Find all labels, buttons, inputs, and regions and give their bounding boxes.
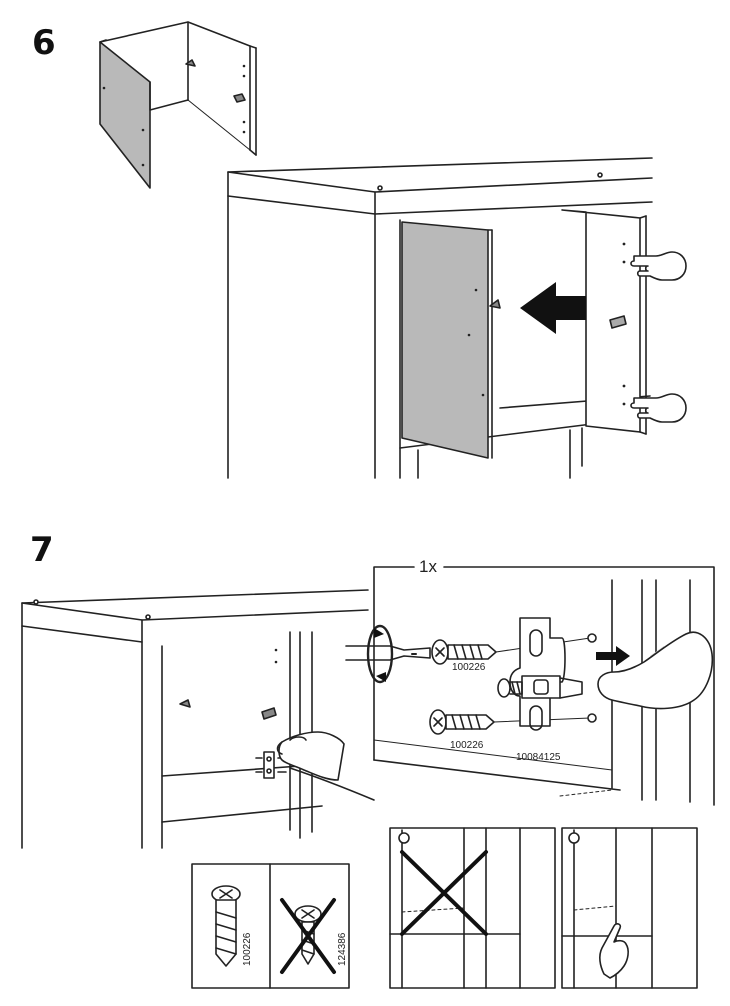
screw-icon: [429, 633, 597, 735]
push-arrow-icon: [520, 282, 586, 334]
step-number-7: 7: [30, 530, 54, 570]
hinge-part-number: 10084125: [516, 752, 561, 763]
wrong-panel: [389, 827, 556, 989]
wrong-cross-icon: [400, 850, 488, 936]
correct-screw-part-number: 100226: [242, 932, 253, 966]
step-number-6: 6: [32, 23, 56, 63]
screw-part-number-top: 100226: [452, 662, 486, 673]
hand-pointer-icon: [630, 251, 687, 423]
quantity-label: 1x: [419, 557, 437, 576]
hinge-small-icon: [255, 751, 287, 779]
correct-finger-icon: [599, 923, 629, 979]
correct-panel: [561, 827, 698, 989]
screw-part-number-bottom: 100226: [450, 740, 484, 751]
hinge-plate-icon: [497, 617, 583, 731]
screw-comparison-box: [191, 863, 350, 989]
hand-grip-icon: [597, 631, 714, 710]
correct-screw-icon: [211, 885, 241, 967]
cabinet-frame-step7: [21, 589, 375, 849]
screwdriver-rotate-icon: [345, 624, 431, 684]
wrong-screw-icon: [280, 898, 336, 974]
side-panel-grey: [401, 221, 501, 459]
small-drawer-box: [99, 21, 257, 189]
wrong-screw-part-number: 124386: [337, 932, 348, 966]
